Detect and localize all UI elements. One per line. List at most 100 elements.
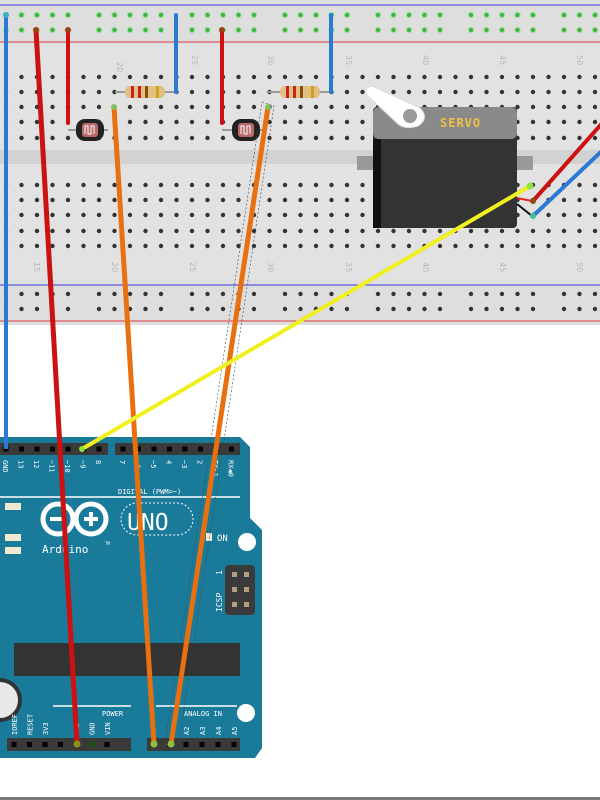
digital-pin[interactable] — [50, 446, 55, 452]
breadboard-hole[interactable] — [546, 135, 551, 141]
breadboard-hole[interactable] — [297, 26, 304, 34]
breadboard-hole[interactable] — [205, 119, 210, 125]
breadboard-hole[interactable] — [205, 243, 210, 249]
breadboard-hole[interactable] — [530, 74, 536, 80]
breadboard-hole[interactable] — [205, 197, 210, 203]
breadboard-hole[interactable] — [360, 212, 365, 218]
breadboard-hole[interactable] — [577, 104, 582, 110]
breadboard-hole[interactable] — [530, 135, 536, 141]
breadboard-hole[interactable] — [34, 182, 40, 188]
breadboard-hole[interactable] — [64, 11, 72, 19]
breadboard-hole[interactable] — [189, 89, 195, 95]
breadboard-hole[interactable] — [298, 74, 303, 80]
breadboard-hole[interactable] — [158, 104, 164, 110]
breadboard-hole[interactable] — [592, 119, 598, 125]
breadboard-hole[interactable] — [189, 119, 195, 125]
breadboard-hole[interactable] — [436, 26, 444, 34]
breadboard-hole[interactable] — [236, 197, 241, 203]
breadboard-hole[interactable] — [205, 228, 210, 234]
breadboard-hole[interactable] — [298, 243, 303, 249]
breadboard-hole[interactable] — [312, 11, 320, 19]
breadboard-hole[interactable] — [34, 212, 40, 218]
breadboard-hole[interactable] — [391, 228, 396, 234]
breadboard-hole[interactable] — [515, 74, 520, 80]
breadboard-hole[interactable] — [391, 306, 396, 312]
breadboard-hole[interactable] — [498, 26, 506, 34]
breadboard-hole[interactable] — [498, 11, 506, 19]
breadboard-hole[interactable] — [514, 26, 521, 34]
analog-pin[interactable] — [183, 742, 189, 747]
breadboard-hole[interactable] — [484, 74, 489, 80]
breadboard-hole[interactable] — [468, 306, 474, 312]
digital-pin[interactable] — [65, 446, 71, 452]
breadboard-hole[interactable] — [96, 243, 102, 249]
breadboard-hole[interactable] — [406, 243, 412, 249]
breadboard-hole[interactable] — [142, 26, 149, 34]
breadboard-hole[interactable] — [592, 135, 598, 141]
breadboard-hole[interactable] — [484, 291, 489, 297]
breadboard-hole[interactable] — [313, 182, 319, 188]
breadboard-hole[interactable] — [546, 212, 551, 218]
breadboard-hole[interactable] — [405, 26, 413, 34]
breadboard-hole[interactable] — [281, 26, 289, 34]
breadboard-hole[interactable] — [298, 135, 303, 141]
breadboard-hole[interactable] — [515, 104, 520, 110]
breadboard-hole[interactable] — [344, 119, 350, 125]
breadboard-hole[interactable] — [65, 291, 71, 297]
breadboard-hole[interactable] — [189, 212, 195, 218]
breadboard-hole[interactable] — [391, 89, 396, 95]
breadboard-hole[interactable] — [529, 26, 537, 34]
breadboard-hole[interactable] — [515, 243, 520, 249]
breadboard-hole[interactable] — [204, 11, 211, 19]
breadboard-hole[interactable] — [436, 11, 444, 19]
breadboard-hole[interactable] — [236, 89, 241, 95]
breadboard-hole[interactable] — [50, 197, 55, 203]
digital-pin[interactable] — [151, 446, 157, 452]
breadboard-hole[interactable] — [483, 26, 490, 34]
breadboard-hole[interactable] — [81, 74, 86, 80]
digital-pin[interactable] — [167, 446, 172, 452]
breadboard-hole[interactable] — [561, 228, 567, 234]
digital-pin[interactable] — [182, 446, 188, 452]
breadboard-hole[interactable] — [577, 228, 582, 234]
breadboard-hole[interactable] — [561, 291, 567, 297]
breadboard-hole[interactable] — [484, 228, 489, 234]
breadboard-hole[interactable] — [484, 89, 489, 95]
breadboard-hole[interactable] — [530, 228, 536, 234]
breadboard-hole[interactable] — [468, 89, 474, 95]
breadboard-hole[interactable] — [235, 11, 242, 19]
5v-wire-red[interactable] — [33, 29, 80, 745]
breadboard-hole[interactable] — [157, 11, 165, 19]
breadboard-hole[interactable] — [236, 228, 241, 234]
breadboard-hole[interactable] — [205, 74, 210, 80]
breadboard-hole[interactable] — [390, 11, 397, 19]
breadboard-hole[interactable] — [19, 243, 24, 249]
breadboard-hole[interactable] — [127, 291, 133, 297]
breadboard-hole[interactable] — [576, 11, 583, 19]
breadboard-hole[interactable] — [158, 291, 164, 297]
breadboard-hole[interactable] — [592, 89, 598, 95]
breadboard-hole[interactable] — [174, 212, 179, 218]
breadboard-hole[interactable] — [453, 74, 458, 80]
breadboard-hole[interactable] — [313, 135, 319, 141]
breadboard-hole[interactable] — [360, 89, 365, 95]
breadboard-hole[interactable] — [158, 212, 164, 218]
breadboard-hole[interactable] — [561, 135, 567, 141]
breadboard-hole[interactable] — [205, 182, 210, 188]
breadboard-hole[interactable] — [313, 228, 319, 234]
breadboard-hole[interactable] — [220, 291, 226, 297]
resistor-2[interactable] — [268, 86, 330, 98]
breadboard-hole[interactable] — [143, 306, 148, 312]
digital-pin[interactable] — [96, 446, 102, 452]
breadboard-hole[interactable] — [406, 291, 412, 297]
breadboard-hole[interactable] — [143, 243, 148, 249]
breadboard-hole[interactable] — [391, 74, 396, 80]
a0-wire-orange[interactable] — [111, 106, 157, 745]
breadboard-hole[interactable] — [158, 228, 164, 234]
digital-pin[interactable] — [229, 446, 234, 452]
breadboard-hole[interactable] — [158, 135, 164, 141]
breadboard-hole[interactable] — [422, 89, 427, 95]
breadboard-hole[interactable] — [592, 291, 598, 297]
breadboard-hole[interactable] — [298, 104, 303, 110]
breadboard-hole[interactable] — [34, 306, 40, 312]
